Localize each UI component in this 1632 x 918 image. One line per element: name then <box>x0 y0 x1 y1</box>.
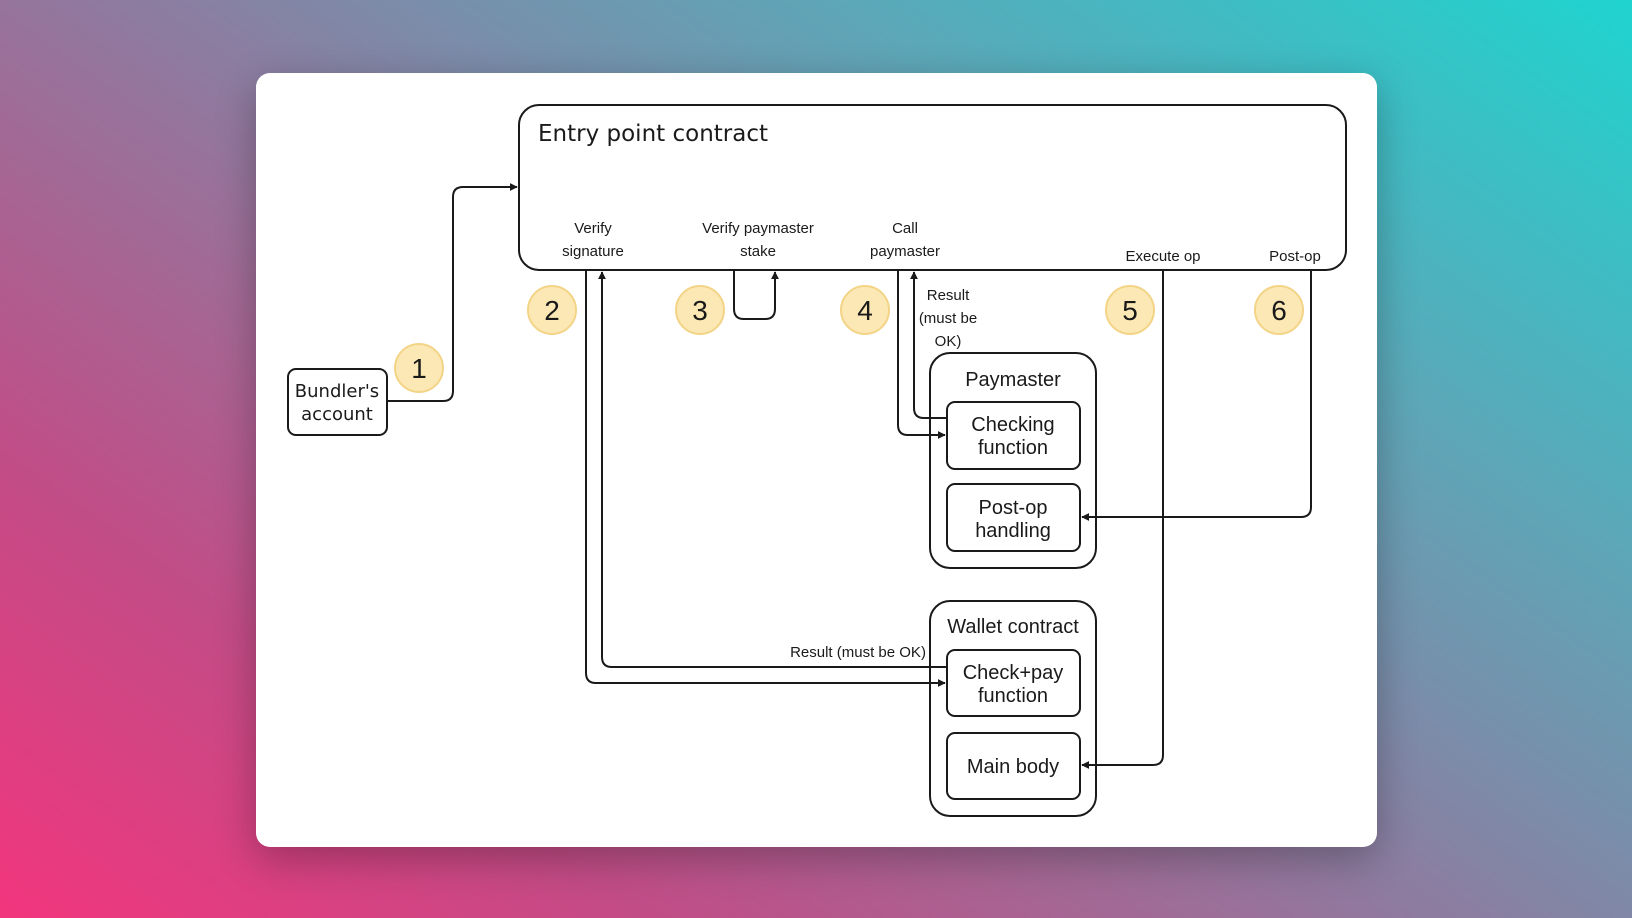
entry-point-contract-box <box>518 104 1347 271</box>
step-badge-6-circle <box>1254 285 1304 335</box>
arrow-call-paymaster-to-checking <box>897 270 946 439</box>
step-execute-op-label: Execute op <box>1125 248 1200 265</box>
step-badge-6: 6 <box>1254 285 1304 335</box>
paymaster-result-label-2: (must be <box>919 310 977 327</box>
step-call-paymaster-label-1: Call <box>892 220 918 237</box>
arrow-execute-op-to-main-body <box>1081 270 1164 769</box>
step-badge-2-number: 2 <box>544 295 560 326</box>
checking-function-box <box>946 401 1081 470</box>
step-badge-5-circle <box>1105 285 1155 335</box>
arrow-bundler-to-entry-point <box>387 183 518 402</box>
post-op-handling-label-1: Post-op <box>979 497 1048 519</box>
step-verify-signature-label-1: Verify <box>574 220 612 237</box>
arrow-checking-result-to-entry-point <box>910 271 947 419</box>
checking-function-label-2: function <box>978 437 1048 459</box>
arrow-post-op-to-post-op-handling <box>1081 270 1312 521</box>
step-badge-1-number: 1 <box>411 353 427 384</box>
step-verify-paymaster-stake-label-1: Verify paymaster <box>702 220 814 237</box>
step-verify-signature-label-2: signature <box>562 243 624 260</box>
step-post-op-label: Post-op <box>1269 248 1321 265</box>
arrow-wallet-result-to-entry-point <box>598 271 947 668</box>
step-verify-paymaster-stake-label-2: stake <box>740 243 776 260</box>
step-badge-3-circle <box>675 285 725 335</box>
step-badge-2-circle <box>527 285 577 335</box>
step-badge-4: 4 <box>840 285 890 335</box>
step-badge-4-circle <box>840 285 890 335</box>
bundler-account-label-2: account <box>301 404 373 425</box>
checking-function-label-1: Checking <box>971 414 1054 436</box>
wallet-result-label: Result (must be OK) <box>790 644 926 661</box>
bundler-account-box <box>287 368 388 436</box>
check-pay-function-label-2: function <box>978 685 1048 707</box>
step-badge-1: 1 <box>394 343 444 393</box>
post-op-handling-label-2: handling <box>975 520 1051 542</box>
check-pay-function-label-1: Check+pay <box>963 662 1064 684</box>
step-badge-4-number: 4 <box>857 295 873 326</box>
step-badge-2: 2 <box>527 285 577 335</box>
main-body-box <box>946 732 1081 800</box>
arrow-verify-paymaster-stake-loop <box>733 270 779 320</box>
step-badge-5: 5 <box>1105 285 1155 335</box>
post-op-handling-box <box>946 483 1081 552</box>
step-badge-3-number: 3 <box>692 295 708 326</box>
wallet-contract-title: Wallet contract <box>947 616 1079 638</box>
step-badge-6-number: 6 <box>1271 295 1287 326</box>
step-badge-5-number: 5 <box>1122 295 1138 326</box>
check-pay-function-box <box>946 649 1081 717</box>
paymaster-title: Paymaster <box>965 369 1061 391</box>
step-badge-3: 3 <box>675 285 725 335</box>
step-badge-1-circle <box>394 343 444 393</box>
paymaster-result-label-1: Result <box>927 287 970 304</box>
step-call-paymaster-label-2: paymaster <box>870 243 940 260</box>
arrow-verify-signature-to-wallet <box>585 270 946 687</box>
paymaster-result-label-3: OK) <box>935 333 962 350</box>
main-body-label: Main body <box>967 756 1059 778</box>
entry-point-title: Entry point contract <box>538 121 768 147</box>
bundler-account-label-1: Bundler's <box>295 381 379 402</box>
